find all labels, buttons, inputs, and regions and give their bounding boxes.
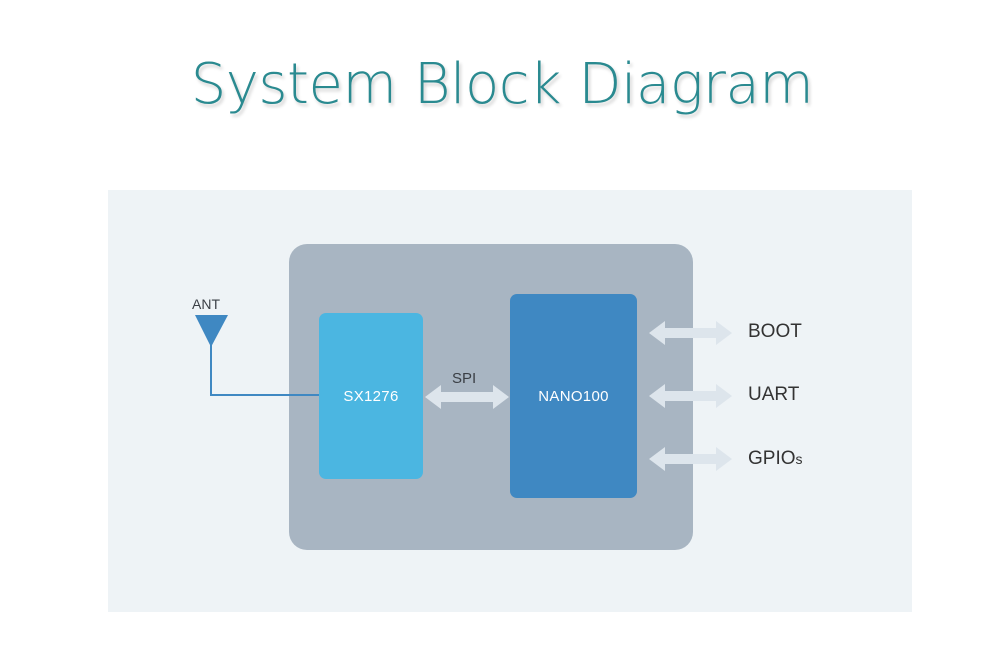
gpios-label-suffix: s: [795, 451, 803, 467]
spi-label: SPI: [452, 370, 477, 387]
uart-bidirectional-arrow: [649, 384, 732, 408]
antenna-icon: [195, 315, 228, 347]
gpios-bidirectional-arrow: [649, 447, 732, 471]
spi-bidirectional-arrow: [425, 385, 509, 409]
diagram-title: System Block Diagram: [190, 52, 814, 117]
gpios-label: GPIOs: [748, 448, 803, 470]
uart-label: UART: [748, 384, 800, 405]
boot-bidirectional-arrow: [649, 321, 732, 345]
antenna-feed-line: [210, 340, 319, 396]
gpios-label-main: GPIO: [748, 448, 796, 469]
sx1276-chip-label: SX1276: [343, 387, 399, 405]
sx1276-chip: SX1276: [319, 313, 423, 479]
nano100-chip-label: NANO100: [538, 387, 609, 405]
boot-label: BOOT: [748, 321, 802, 342]
nano100-chip: NANO100: [510, 294, 637, 498]
antenna-label: ANT: [192, 296, 220, 312]
